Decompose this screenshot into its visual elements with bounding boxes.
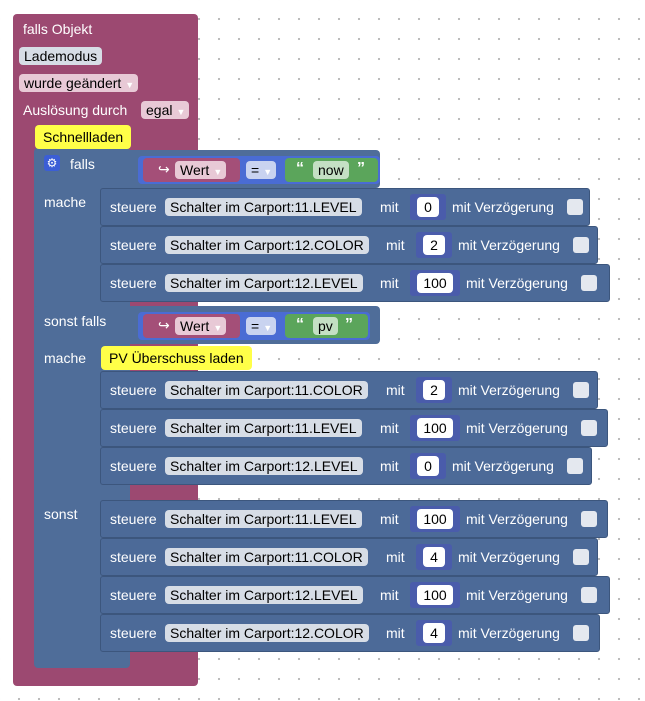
steuere-label: steuere xyxy=(110,587,157,603)
number-value-field[interactable]: 100 xyxy=(417,418,453,438)
state-target-field[interactable]: Schalter im Carport:12.COLOR xyxy=(165,624,369,642)
trigger-condition-dropdown[interactable]: wurde geändert▼ xyxy=(19,74,139,92)
dropdown-arrow-icon: ▼ xyxy=(213,323,223,333)
number-value-field[interactable]: 4 xyxy=(423,623,445,643)
return-arrow-icon: ↪ xyxy=(158,317,170,333)
number-value-field[interactable]: 0 xyxy=(417,197,439,217)
operator-1: = xyxy=(251,162,260,178)
steuere-label: steuere xyxy=(110,275,157,291)
state-target-field[interactable]: Schalter im Carport:11.COLOR xyxy=(165,381,368,399)
variable-dropdown-1[interactable]: Wert▼ xyxy=(175,161,227,179)
delay-label: mit Verzögerung xyxy=(458,549,560,565)
steuere-label: steuere xyxy=(110,549,157,565)
operator-dropdown-2[interactable]: =▼ xyxy=(246,317,277,335)
mit-label: mit xyxy=(380,587,399,603)
delay-label: mit Verzögerung xyxy=(466,511,568,527)
state-target-field[interactable]: Schalter im Carport:11.COLOR xyxy=(165,548,368,566)
return-arrow-icon: ↪ xyxy=(158,161,170,177)
delay-checkbox[interactable] xyxy=(573,382,589,398)
operator-2: = xyxy=(251,318,260,334)
number-value-field[interactable]: 2 xyxy=(423,235,445,255)
steuere-label: steuere xyxy=(110,458,157,474)
delay-checkbox[interactable] xyxy=(573,625,589,641)
dropdown-arrow-icon: ▼ xyxy=(125,80,135,90)
delay-label: mit Verzögerung xyxy=(466,420,568,436)
delay-label: mit Verzögerung xyxy=(466,587,568,603)
state-target-field[interactable]: Schalter im Carport:11.LEVEL xyxy=(165,510,362,528)
if-label-sonst-falls: sonst falls xyxy=(44,313,107,329)
steuere-label: steuere xyxy=(110,511,157,527)
gear-icon[interactable]: ⚙ xyxy=(44,155,60,171)
delay-label: mit Verzögerung xyxy=(466,275,568,291)
delay-checkbox[interactable] xyxy=(573,237,589,253)
state-target-field[interactable]: Schalter im Carport:12.LEVEL xyxy=(165,586,363,604)
trigger-header-label: falls Objekt xyxy=(23,21,93,37)
comment-pv-ueberschuss[interactable]: PV Überschuss laden xyxy=(101,346,252,370)
mit-label: mit xyxy=(380,199,399,215)
trigger-by-label: Auslösung durch xyxy=(23,102,128,118)
number-value-field[interactable]: 100 xyxy=(417,585,453,605)
if-label-mache-2: mache xyxy=(44,350,87,366)
delay-checkbox[interactable] xyxy=(581,275,597,291)
delay-checkbox[interactable] xyxy=(581,511,597,527)
state-target-field[interactable]: Schalter im Carport:11.LEVEL xyxy=(165,419,362,437)
number-value-field[interactable]: 0 xyxy=(417,456,439,476)
delay-checkbox[interactable] xyxy=(581,587,597,603)
mit-label: mit xyxy=(380,420,399,436)
quote-open-icon: “ xyxy=(296,316,304,333)
variable-name-1: Wert xyxy=(180,162,210,178)
if-label-sonst: sonst xyxy=(44,506,78,522)
mit-label: mit xyxy=(386,625,405,641)
trigger-block-bottom xyxy=(13,669,198,683)
dropdown-arrow-icon: ▼ xyxy=(176,107,186,117)
mit-label: mit xyxy=(380,458,399,474)
if-label-mache-1: mache xyxy=(44,194,87,210)
if-label-falls: falls xyxy=(70,156,95,172)
trigger-by-dropdown[interactable]: egal▼ xyxy=(141,101,190,119)
state-target-field[interactable]: Schalter im Carport:12.LEVEL xyxy=(165,274,363,292)
delay-label: mit Verzögerung xyxy=(458,237,560,253)
comment-schnellladen[interactable]: Schnellladen xyxy=(35,125,132,149)
state-target-field[interactable]: Schalter im Carport:12.LEVEL xyxy=(165,457,363,475)
mit-label: mit xyxy=(386,549,405,565)
delay-checkbox[interactable] xyxy=(567,458,583,474)
string-value-1[interactable]: now xyxy=(313,161,349,179)
delay-label: mit Verzögerung xyxy=(452,458,554,474)
mit-label: mit xyxy=(386,382,405,398)
delay-label: mit Verzögerung xyxy=(458,382,560,398)
steuere-label: steuere xyxy=(110,420,157,436)
state-target-field[interactable]: Schalter im Carport:12.COLOR xyxy=(165,236,369,254)
operator-dropdown-1[interactable]: =▼ xyxy=(246,161,277,179)
trigger-by-value: egal xyxy=(146,102,173,118)
quote-open-icon: “ xyxy=(296,160,304,177)
trigger-object-field[interactable]: Lademodus xyxy=(19,47,103,65)
delay-checkbox[interactable] xyxy=(573,549,589,565)
delay-label: mit Verzögerung xyxy=(452,199,554,215)
variable-dropdown-2[interactable]: Wert▼ xyxy=(175,317,227,335)
quote-close-icon: ” xyxy=(357,160,365,177)
number-value-field[interactable]: 100 xyxy=(417,273,453,293)
delay-checkbox[interactable] xyxy=(567,199,583,215)
steuere-label: steuere xyxy=(110,199,157,215)
number-value-field[interactable]: 2 xyxy=(423,380,445,400)
mit-label: mit xyxy=(386,237,405,253)
number-value-field[interactable]: 4 xyxy=(423,547,445,567)
dropdown-arrow-icon: ▼ xyxy=(213,167,223,177)
dropdown-arrow-icon: ▼ xyxy=(263,323,273,333)
quote-close-icon: ” xyxy=(345,316,353,333)
mit-label: mit xyxy=(380,275,399,291)
delay-label: mit Verzögerung xyxy=(458,625,560,641)
mit-label: mit xyxy=(380,511,399,527)
steuere-label: steuere xyxy=(110,625,157,641)
steuere-label: steuere xyxy=(110,382,157,398)
string-value-2[interactable]: pv xyxy=(313,317,338,335)
delay-checkbox[interactable] xyxy=(581,420,597,436)
dropdown-arrow-icon: ▼ xyxy=(263,167,273,177)
trigger-condition-value: wurde geändert xyxy=(24,75,122,91)
variable-name-2: Wert xyxy=(180,318,210,334)
number-value-field[interactable]: 100 xyxy=(417,509,453,529)
state-target-field[interactable]: Schalter im Carport:11.LEVEL xyxy=(165,198,362,216)
steuere-label: steuere xyxy=(110,237,157,253)
